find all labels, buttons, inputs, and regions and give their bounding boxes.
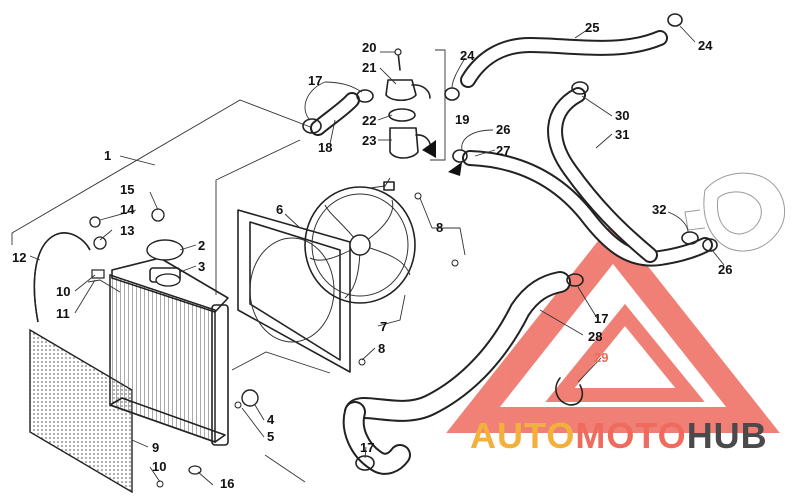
label-4: 4 [267, 412, 275, 427]
label-8-top: 8 [436, 220, 443, 235]
label-10-left: 10 [56, 284, 70, 299]
radiator-screen [29, 328, 133, 494]
label-22: 22 [362, 113, 376, 128]
watermark-text: AUTOMOTOHUB [470, 415, 768, 456]
label-23: 23 [362, 133, 376, 148]
hose-31 [547, 87, 658, 263]
label-17-bottom: 17 [360, 440, 374, 455]
label-31: 31 [615, 127, 629, 142]
watermark-logo [446, 222, 780, 433]
label-7: 7 [380, 319, 387, 334]
arrow-marker-27 [448, 162, 462, 176]
label-11: 11 [56, 306, 70, 321]
thermostat-assembly [385, 48, 432, 159]
label-14: 14 [120, 202, 135, 217]
callout-labels: 1 2 3 4 5 6 7 8 8 9 10 10 11 12 13 14 15… [12, 20, 732, 491]
label-10-bottom: 10 [152, 459, 166, 474]
label-9: 9 [152, 440, 159, 455]
label-17-right: 17 [594, 311, 608, 326]
hose-27 [462, 150, 713, 267]
hose-18 [310, 92, 360, 136]
label-19: 19 [455, 112, 469, 127]
triangle-logo [446, 222, 780, 433]
watermark-auto: AUTO [470, 415, 575, 456]
label-20: 20 [362, 40, 376, 55]
engine-housing [684, 172, 786, 252]
label-27: 27 [496, 143, 510, 158]
hose-clamps [302, 13, 718, 471]
label-12: 12 [12, 250, 26, 265]
label-8-bottom: 8 [378, 341, 385, 356]
fasteners [89, 192, 459, 488]
arrow-marker-19 [422, 140, 436, 158]
hose-25 [460, 30, 668, 88]
hose-28 [342, 271, 571, 475]
triangle-logo-inner [545, 303, 705, 402]
label-15: 15 [120, 182, 134, 197]
label-24-left: 24 [460, 48, 475, 63]
label-26-right: 26 [718, 262, 732, 277]
label-26-top: 26 [496, 122, 510, 137]
label-32: 32 [652, 202, 666, 217]
cooling-fan [304, 177, 416, 304]
assembly-bracket [11, 49, 446, 483]
radiator [87, 257, 229, 446]
label-21: 21 [362, 60, 376, 75]
watermark-hub: HUB [687, 415, 768, 456]
label-6: 6 [276, 202, 283, 217]
label-24-right: 24 [698, 38, 713, 53]
label-29: 29 [594, 350, 608, 365]
label-18: 18 [318, 140, 332, 155]
fan-shroud [237, 209, 351, 373]
label-28: 28 [588, 329, 602, 344]
watermark-moto: MOTO [575, 415, 686, 456]
label-1: 1 [104, 148, 111, 163]
label-3: 3 [198, 259, 205, 274]
label-16: 16 [220, 476, 234, 491]
label-5: 5 [267, 429, 274, 444]
label-25: 25 [585, 20, 599, 35]
leader-lines [29, 25, 725, 486]
label-17-top: 17 [308, 73, 322, 88]
label-2: 2 [198, 238, 205, 253]
label-13: 13 [120, 223, 134, 238]
label-30: 30 [615, 108, 629, 123]
